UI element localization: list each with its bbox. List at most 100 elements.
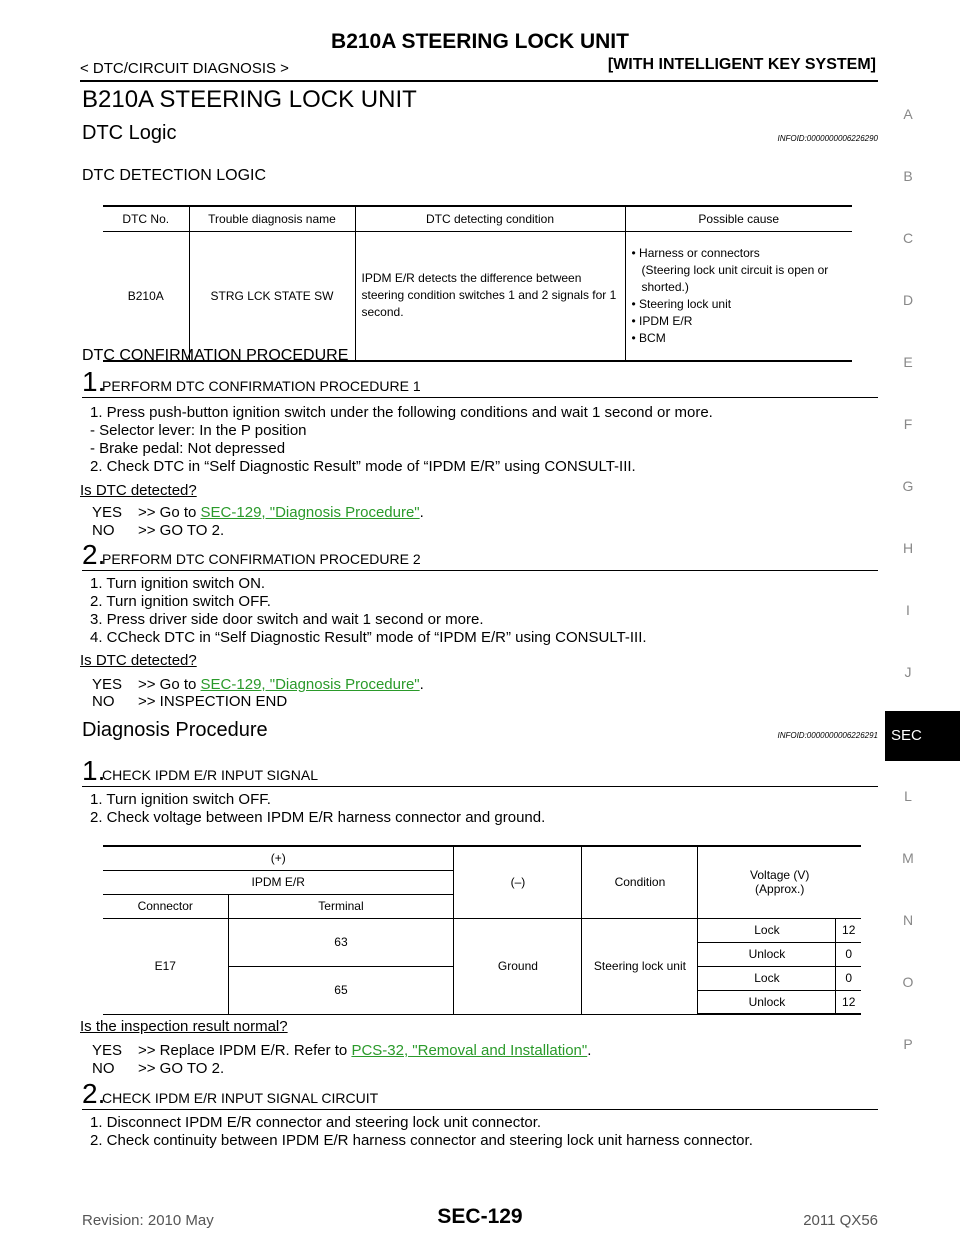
header-rule bbox=[80, 80, 878, 82]
side-index-o[interactable]: O bbox=[902, 974, 914, 990]
yes-text: >> Go to bbox=[138, 676, 197, 693]
no-answer: >> GO TO 2. bbox=[138, 522, 225, 539]
side-index-d[interactable]: D bbox=[902, 292, 914, 308]
detecting-condition: IPDM E/R detects the difference between … bbox=[354, 231, 625, 362]
possible-cause: • Harness or connectors (Steering lock u… bbox=[624, 231, 852, 362]
side-index-sec-active[interactable]: SEC bbox=[885, 711, 960, 761]
plus-header: (+) bbox=[103, 845, 455, 871]
trouble-name: STRG LCK STATE SW bbox=[188, 231, 355, 362]
voltage-value: 12 bbox=[835, 917, 861, 943]
page-title: B210A STEERING LOCK UNIT bbox=[82, 86, 417, 113]
terminal-header: Terminal bbox=[227, 893, 454, 919]
step-line: 4. CCheck DTC in “Self Diagnostic Result… bbox=[90, 629, 647, 646]
dtc-detection-logic-heading: DTC DETECTION LOGIC bbox=[82, 167, 267, 184]
dtc-no: B210A bbox=[103, 231, 189, 362]
voltage-inspection-table: (+) (–) Condition Voltage (V) (Approx.) … bbox=[103, 845, 861, 1015]
diagnosis-procedure-infoid: INFOID:0000000006226291 bbox=[777, 731, 878, 740]
cause-item: (Steering lock unit circuit is open or bbox=[641, 262, 829, 277]
step-title-text: CHECK IPDM E/R INPUT SIGNAL bbox=[102, 767, 319, 783]
ground-value: Ground bbox=[453, 917, 583, 1015]
footer-model: 2011 QX56 bbox=[803, 1212, 878, 1229]
step-line: 1. Disconnect IPDM E/R connector and ste… bbox=[90, 1114, 542, 1131]
voltage-value: 0 bbox=[835, 965, 861, 991]
state-value: Lock bbox=[697, 965, 837, 991]
side-index-a[interactable]: A bbox=[903, 106, 913, 122]
yes-text: >> Replace IPDM E/R. Refer to bbox=[138, 1042, 348, 1059]
cause-item: • Harness or connectors bbox=[631, 245, 760, 260]
side-index-f[interactable]: F bbox=[903, 416, 913, 432]
voltage-value: 12 bbox=[835, 989, 861, 1015]
step-line: 1. Turn ignition switch ON. bbox=[90, 575, 266, 592]
step-line: - Brake pedal: Not depressed bbox=[90, 440, 286, 457]
step-number: 1. bbox=[82, 755, 106, 786]
voltage-value: 0 bbox=[835, 941, 861, 967]
step-title-text: PERFORM DTC CONFIRMATION PROCEDURE 2 bbox=[102, 551, 421, 567]
footer-page-number: SEC-129 bbox=[437, 1205, 523, 1228]
dtc-logic-heading: DTC Logic bbox=[82, 122, 177, 144]
yes-label: YES bbox=[92, 1042, 123, 1059]
side-index-h[interactable]: H bbox=[902, 540, 914, 556]
dtc-logic-infoid: INFOID:0000000006226290 bbox=[777, 134, 878, 143]
step-number: 2. bbox=[82, 1078, 106, 1109]
step-title-text: CHECK IPDM E/R INPUT SIGNAL CIRCUIT bbox=[102, 1090, 379, 1106]
yes-label: YES bbox=[92, 504, 123, 521]
step-line: - Selector lever: In the P position bbox=[90, 422, 307, 439]
side-index-j[interactable]: J bbox=[904, 664, 912, 680]
ipdm-header: IPDM E/R bbox=[103, 869, 454, 895]
voltage-header-text: Voltage (V) bbox=[750, 868, 810, 883]
step-title-text: PERFORM DTC CONFIRMATION PROCEDURE 1 bbox=[102, 378, 421, 394]
diagnosis-procedure-link[interactable]: SEC-129, "Diagnosis Procedure" bbox=[200, 504, 420, 521]
col-detecting-condition: DTC detecting condition bbox=[354, 205, 625, 232]
step-number: 1. bbox=[82, 366, 106, 397]
step-line: 2. Check DTC in “Self Diagnostic Result”… bbox=[90, 458, 636, 475]
step-question: Is the inspection result normal? bbox=[80, 1018, 288, 1035]
no-answer: >> INSPECTION END bbox=[138, 693, 288, 710]
step-1-title: 1. PERFORM DTC CONFIRMATION PROCEDURE 1 bbox=[82, 366, 878, 398]
voltage-header: Voltage (V) (Approx.) bbox=[697, 845, 861, 919]
state-value: Unlock bbox=[697, 941, 837, 967]
voltage-header-approx: (Approx.) bbox=[755, 882, 805, 897]
cause-item: • BCM bbox=[631, 330, 666, 345]
step-line: 2. Turn ignition switch OFF. bbox=[90, 593, 271, 610]
terminal-value: 65 bbox=[228, 965, 455, 1015]
yes-text: >> Go to bbox=[138, 504, 197, 521]
side-index-l[interactable]: L bbox=[904, 788, 912, 804]
removal-installation-link[interactable]: PCS-32, "Removal and Installation" bbox=[351, 1042, 588, 1059]
no-label: NO bbox=[92, 693, 115, 710]
step-line: 3. Press driver side door switch and wai… bbox=[90, 611, 484, 628]
side-index-p[interactable]: P bbox=[903, 1036, 913, 1052]
step-2-title: 2. PERFORM DTC CONFIRMATION PROCEDURE 2 bbox=[82, 540, 878, 571]
yes-answer: >> Replace IPDM E/R. Refer to PCS-32, "R… bbox=[138, 1042, 592, 1059]
cause-item: • Steering lock unit bbox=[631, 296, 732, 311]
side-index-e[interactable]: E bbox=[903, 354, 913, 370]
yes-answer: >> Go to SEC-129, "Diagnosis Procedure". bbox=[138, 676, 424, 693]
minus-header: (–) bbox=[453, 845, 583, 919]
terminal-value: 63 bbox=[227, 917, 455, 967]
footer-revision: Revision: 2010 May bbox=[82, 1212, 214, 1229]
cause-item: • IPDM E/R bbox=[631, 313, 693, 328]
dtc-confirmation-heading: DTC CONFIRMATION PROCEDURE bbox=[82, 347, 349, 364]
step-3-title: 1. CHECK IPDM E/R INPUT SIGNAL bbox=[82, 755, 878, 787]
col-possible-cause: Possible cause bbox=[624, 205, 852, 232]
diagnosis-procedure-heading: Diagnosis Procedure bbox=[82, 719, 268, 741]
condition-header: Condition bbox=[581, 845, 699, 919]
no-label: NO bbox=[92, 522, 115, 539]
system-label: [WITH INTELLIGENT KEY SYSTEM] bbox=[607, 56, 876, 73]
condition-value: Steering lock unit bbox=[581, 917, 699, 1015]
step-line: 1. Press push-button ignition switch und… bbox=[90, 404, 713, 421]
diagnosis-procedure-link[interactable]: SEC-129, "Diagnosis Procedure" bbox=[200, 676, 420, 693]
col-dtc-no: DTC No. bbox=[103, 205, 189, 232]
col-trouble-name: Trouble diagnosis name bbox=[188, 205, 355, 232]
step-line: 1. Turn ignition switch OFF. bbox=[90, 791, 271, 808]
side-index-g[interactable]: G bbox=[902, 478, 914, 494]
side-index-c[interactable]: C bbox=[902, 230, 914, 246]
side-index-n[interactable]: N bbox=[902, 912, 914, 928]
side-index-b[interactable]: B bbox=[903, 168, 913, 184]
dtc-detection-table: DTC No. Trouble diagnosis name DTC detec… bbox=[103, 205, 852, 362]
step-question: Is DTC detected? bbox=[80, 652, 197, 669]
side-index-i[interactable]: I bbox=[906, 602, 910, 618]
state-value: Unlock bbox=[697, 989, 837, 1015]
section-breadcrumb: < DTC/CIRCUIT DIAGNOSIS > bbox=[80, 60, 289, 77]
side-index-m[interactable]: M bbox=[902, 850, 914, 866]
no-answer: >> GO TO 2. bbox=[138, 1060, 225, 1077]
